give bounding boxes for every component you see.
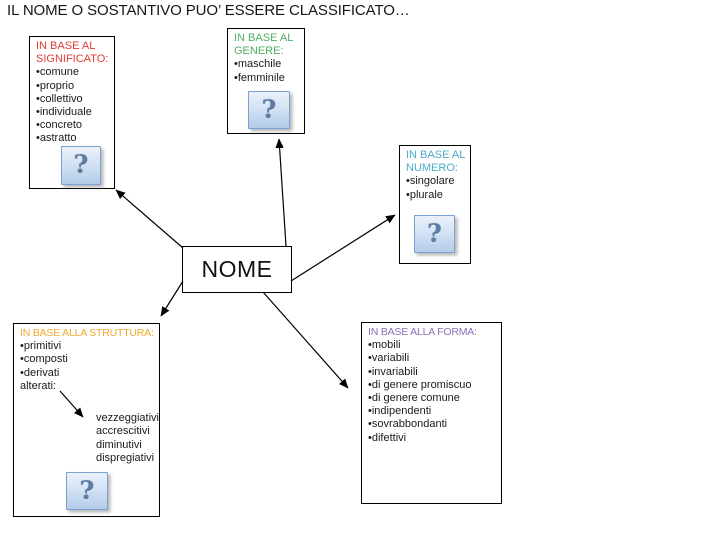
question-mark-glyph: ? xyxy=(261,94,277,124)
box-items-significato: comunepropriocollettivoindividualeconcre… xyxy=(30,66,114,145)
arrow-nome-to-significato xyxy=(115,189,184,249)
box-items-numero: singolareplurale xyxy=(400,175,470,201)
box-items-struttura: primitivicompostiderivati xyxy=(14,340,159,380)
list-item: plurale xyxy=(406,189,468,202)
arrow-nome-to-genere xyxy=(275,138,287,247)
list-item: di genere promiscuo xyxy=(368,379,499,392)
list-item: indipendenti xyxy=(368,405,499,418)
classification-box-significato: IN BASE AL SIGNIFICATO: comunepropriocol… xyxy=(29,36,115,189)
list-item: maschile xyxy=(234,58,302,71)
arrow-nome-to-struttura xyxy=(160,280,184,317)
box-header-significato: IN BASE AL SIGNIFICATO: xyxy=(36,40,109,66)
list-item: variabili xyxy=(368,352,499,365)
central-nome-box: NOME xyxy=(182,246,292,293)
question-mark-icon: ? xyxy=(66,472,108,510)
box-header-struttura: IN BASE ALLA STRUTTURA: xyxy=(20,327,154,339)
arrow-nome-to-forma xyxy=(262,291,349,389)
box-header-genere: IN BASE AL GENERE: xyxy=(234,32,293,58)
list-item: invariabili xyxy=(368,366,499,379)
central-nome-label: NOME xyxy=(201,256,273,282)
box-header-forma: IN BASE ALLA FORMA: xyxy=(368,326,477,338)
list-item: accrescitivi xyxy=(96,425,150,438)
question-mark-glyph: ? xyxy=(427,218,442,248)
list-item: individuale xyxy=(36,106,112,119)
list-item: derivati xyxy=(20,367,157,380)
question-mark-icon: ? xyxy=(414,215,455,253)
question-mark-glyph: ? xyxy=(73,150,89,179)
arrow-nome-to-numero xyxy=(290,214,396,282)
classification-box-genere: IN BASE AL GENERE: maschilefemminile ? xyxy=(227,28,305,134)
slide-title: IL NOME O SOSTANTIVO PUO’ ESSERE CLASSIF… xyxy=(7,2,410,19)
list-item: diminutivi xyxy=(96,438,142,451)
list-item: mobili xyxy=(368,339,499,352)
list-item: singolare xyxy=(406,175,468,188)
list-item: comune xyxy=(36,66,112,79)
list-item: collettivo xyxy=(36,93,112,106)
question-mark-icon: ? xyxy=(61,146,101,185)
list-item: sovrabbondanti xyxy=(368,418,499,431)
classification-box-forma: IN BASE ALLA FORMA: mobilivariabiliinvar… xyxy=(361,322,502,504)
list-item: difettivi xyxy=(368,432,499,445)
classification-box-numero: IN BASE AL NUMERO: singolareplurale ? xyxy=(399,145,471,264)
list-item: primitivi xyxy=(20,340,157,353)
question-mark-icon: ? xyxy=(248,91,290,129)
alterati-label: alterati: xyxy=(20,379,57,392)
question-mark-glyph: ? xyxy=(79,475,95,505)
list-item: proprio xyxy=(36,80,112,93)
list-item: dispregiativi xyxy=(96,452,155,465)
box-header-numero: IN BASE AL NUMERO: xyxy=(406,149,465,175)
list-item: vezzeggiativi xyxy=(96,412,159,424)
list-item: concreto xyxy=(36,119,112,132)
list-item: composti xyxy=(20,353,157,366)
box-items-genere: maschilefemminile xyxy=(228,58,304,84)
list-item: di genere comune xyxy=(368,392,499,405)
box-items-forma: mobilivariabiliinvariabilidi genere prom… xyxy=(362,339,501,445)
list-item: astratto xyxy=(36,132,112,145)
list-item: femminile xyxy=(234,72,302,85)
classification-box-struttura: IN BASE ALLA STRUTTURA: primitivicompost… xyxy=(13,323,160,517)
